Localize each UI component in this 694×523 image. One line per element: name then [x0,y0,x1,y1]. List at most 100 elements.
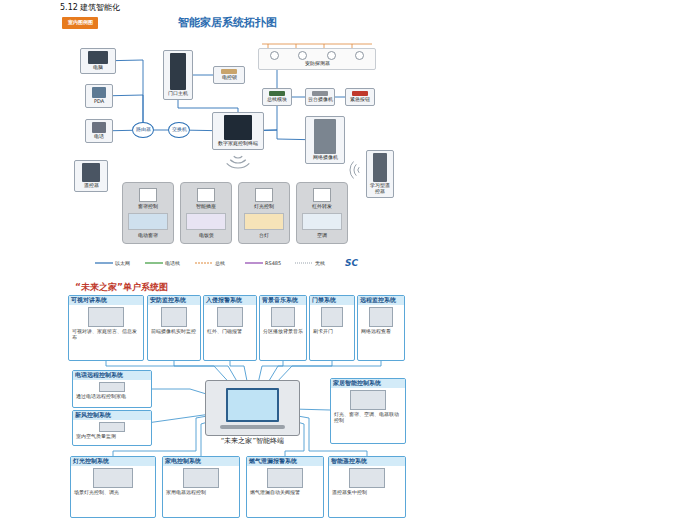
subsystem-box: 入侵报警系统红外、门磁报警 [203,295,257,361]
connector-line [335,97,345,98]
device-box: 总线模块 [262,88,292,106]
node-label: 电控锁 [222,75,237,81]
network-circle: 交换机 [168,122,190,138]
node-label: 智能遥控系统 [329,457,405,466]
device-box: 数字家庭控制终端 [212,112,264,150]
subsystem-box: 远程监控系统网络远程查看 [357,295,405,361]
node-label: 灯光控制系统 [71,457,155,466]
connector-line [174,361,236,380]
node-label: 可视对讲、家庭留言、信息发布 [69,329,143,341]
node-label: 门口主机 [168,91,188,97]
node-label: 入侵报警系统 [204,296,256,305]
device-icon [314,119,336,154]
node-label: 远程监控系统 [358,296,404,305]
node-label: “未来之家”智能终端 [221,437,284,445]
legend-text: 以太网 [115,260,130,266]
appliance-picture [244,213,284,230]
tag-box: 室内图例图 [62,17,98,29]
legend-text: RS485 [265,260,281,266]
node-label: 燃气泄漏报警系统 [247,457,323,466]
device-icon [82,163,100,182]
note-label: 5.12 建筑智能化 [60,2,120,13]
node-label: 家电控制系统 [163,457,239,466]
node-label: 刷卡开门 [310,329,354,335]
terminal-screen [226,388,278,422]
appliance-picture [128,213,168,230]
sensor-icon [355,51,364,60]
device-icon [88,51,107,64]
node-label: 数字家庭控制终端 [218,141,258,147]
terminal-box: “未来之家”智能终端 [205,380,300,436]
subsystem-box: 新风控制系统室内空气质量监测 [72,410,152,446]
legend-item: 以太网 [95,260,130,266]
wireless-arc [354,164,356,175]
device-box: 网络摄像机 [305,116,345,164]
wireless-arc [234,156,242,158]
legend-item: RS485 [245,260,281,266]
connector-line [264,130,305,140]
node-label: 可视对讲系统 [69,296,143,305]
legend-line [295,262,313,263]
connector-line [264,106,277,130]
device-icon [312,91,328,96]
wireless-arc [350,162,354,179]
subsystem-device-picture [350,390,386,410]
node-label: 电脑 [93,65,103,71]
node-label: 通过电话远程控制家电 [73,394,151,400]
subsystem-box: 背景音乐系统分区播放背景音乐 [259,295,307,361]
connector-line [300,409,330,411]
wireless-arc [227,163,250,168]
node-label: 网络摄像机 [313,155,338,161]
subsystem-device-picture [161,307,187,327]
connector-line [178,100,238,112]
legend-text: 无线 [315,260,325,266]
subsystem-device-picture [99,422,124,432]
legend-item: 总线 [195,260,225,266]
device-icon [221,69,238,74]
node-label: 红外、门磁报警 [204,329,256,335]
legend-sample [195,260,213,266]
node-label: 学习型遥控器 [368,183,392,195]
node-label: 智能插座 [196,204,216,210]
sensor-icon [270,51,279,60]
node-label: 电动窗帘 [138,233,158,239]
device-box: 电控锁 [213,66,245,84]
node-label: 遥控器 [84,183,99,189]
subsystem-device-picture [321,307,343,327]
node-label: 网络远程查看 [358,329,404,335]
node-label: 路由器 [136,127,151,132]
node-label: 安防探测器 [305,61,330,67]
subsystem-box: 燃气泄漏报警系统燃气泄漏自动关阀报警 [246,456,324,518]
device-box: PDA [85,84,113,108]
legend-line [245,262,263,263]
node-label: 灯光控制 [254,204,274,210]
device-icon [92,122,106,133]
legend-text: 电话线 [165,260,180,266]
legend-line [195,262,213,263]
connector-line [292,97,305,98]
wireless-arc [358,167,359,173]
legend-line [145,262,163,263]
subsystem-device-picture [267,468,304,488]
subsystem-box: 门禁系统刷卡开门 [309,295,355,361]
note-label: “未来之家”单户系统图 [75,281,168,294]
device-panel: 红外转发空调 [296,182,348,244]
connector-line [113,130,132,131]
device-box: 学习型遥控器 [366,150,394,198]
subsystem-device-picture [349,468,386,488]
sensor-icon [327,51,336,60]
switch-panel-icon [255,188,273,202]
device-box: 电脑 [80,48,116,74]
subsystem-box: 家居智能控制系统灯光、窗帘、空调、电器联动控制 [330,378,406,444]
node-label: 灯光、窗帘、空调、电器联动控制 [331,412,405,424]
note-label: SC [345,258,358,268]
node-label: 燃气泄漏自动关阀报警 [247,490,323,496]
node-label: 总线模块 [267,97,287,103]
connector-line [193,75,213,76]
node-label: 遥控器集中控制 [329,490,405,496]
legend-item: 电话线 [145,260,180,266]
node-label: 电话远程控制系统 [73,371,151,380]
subsystem-box: 电话远程控制系统通过电话远程控制家电 [72,370,152,408]
node-label: 门禁系统 [310,296,354,305]
